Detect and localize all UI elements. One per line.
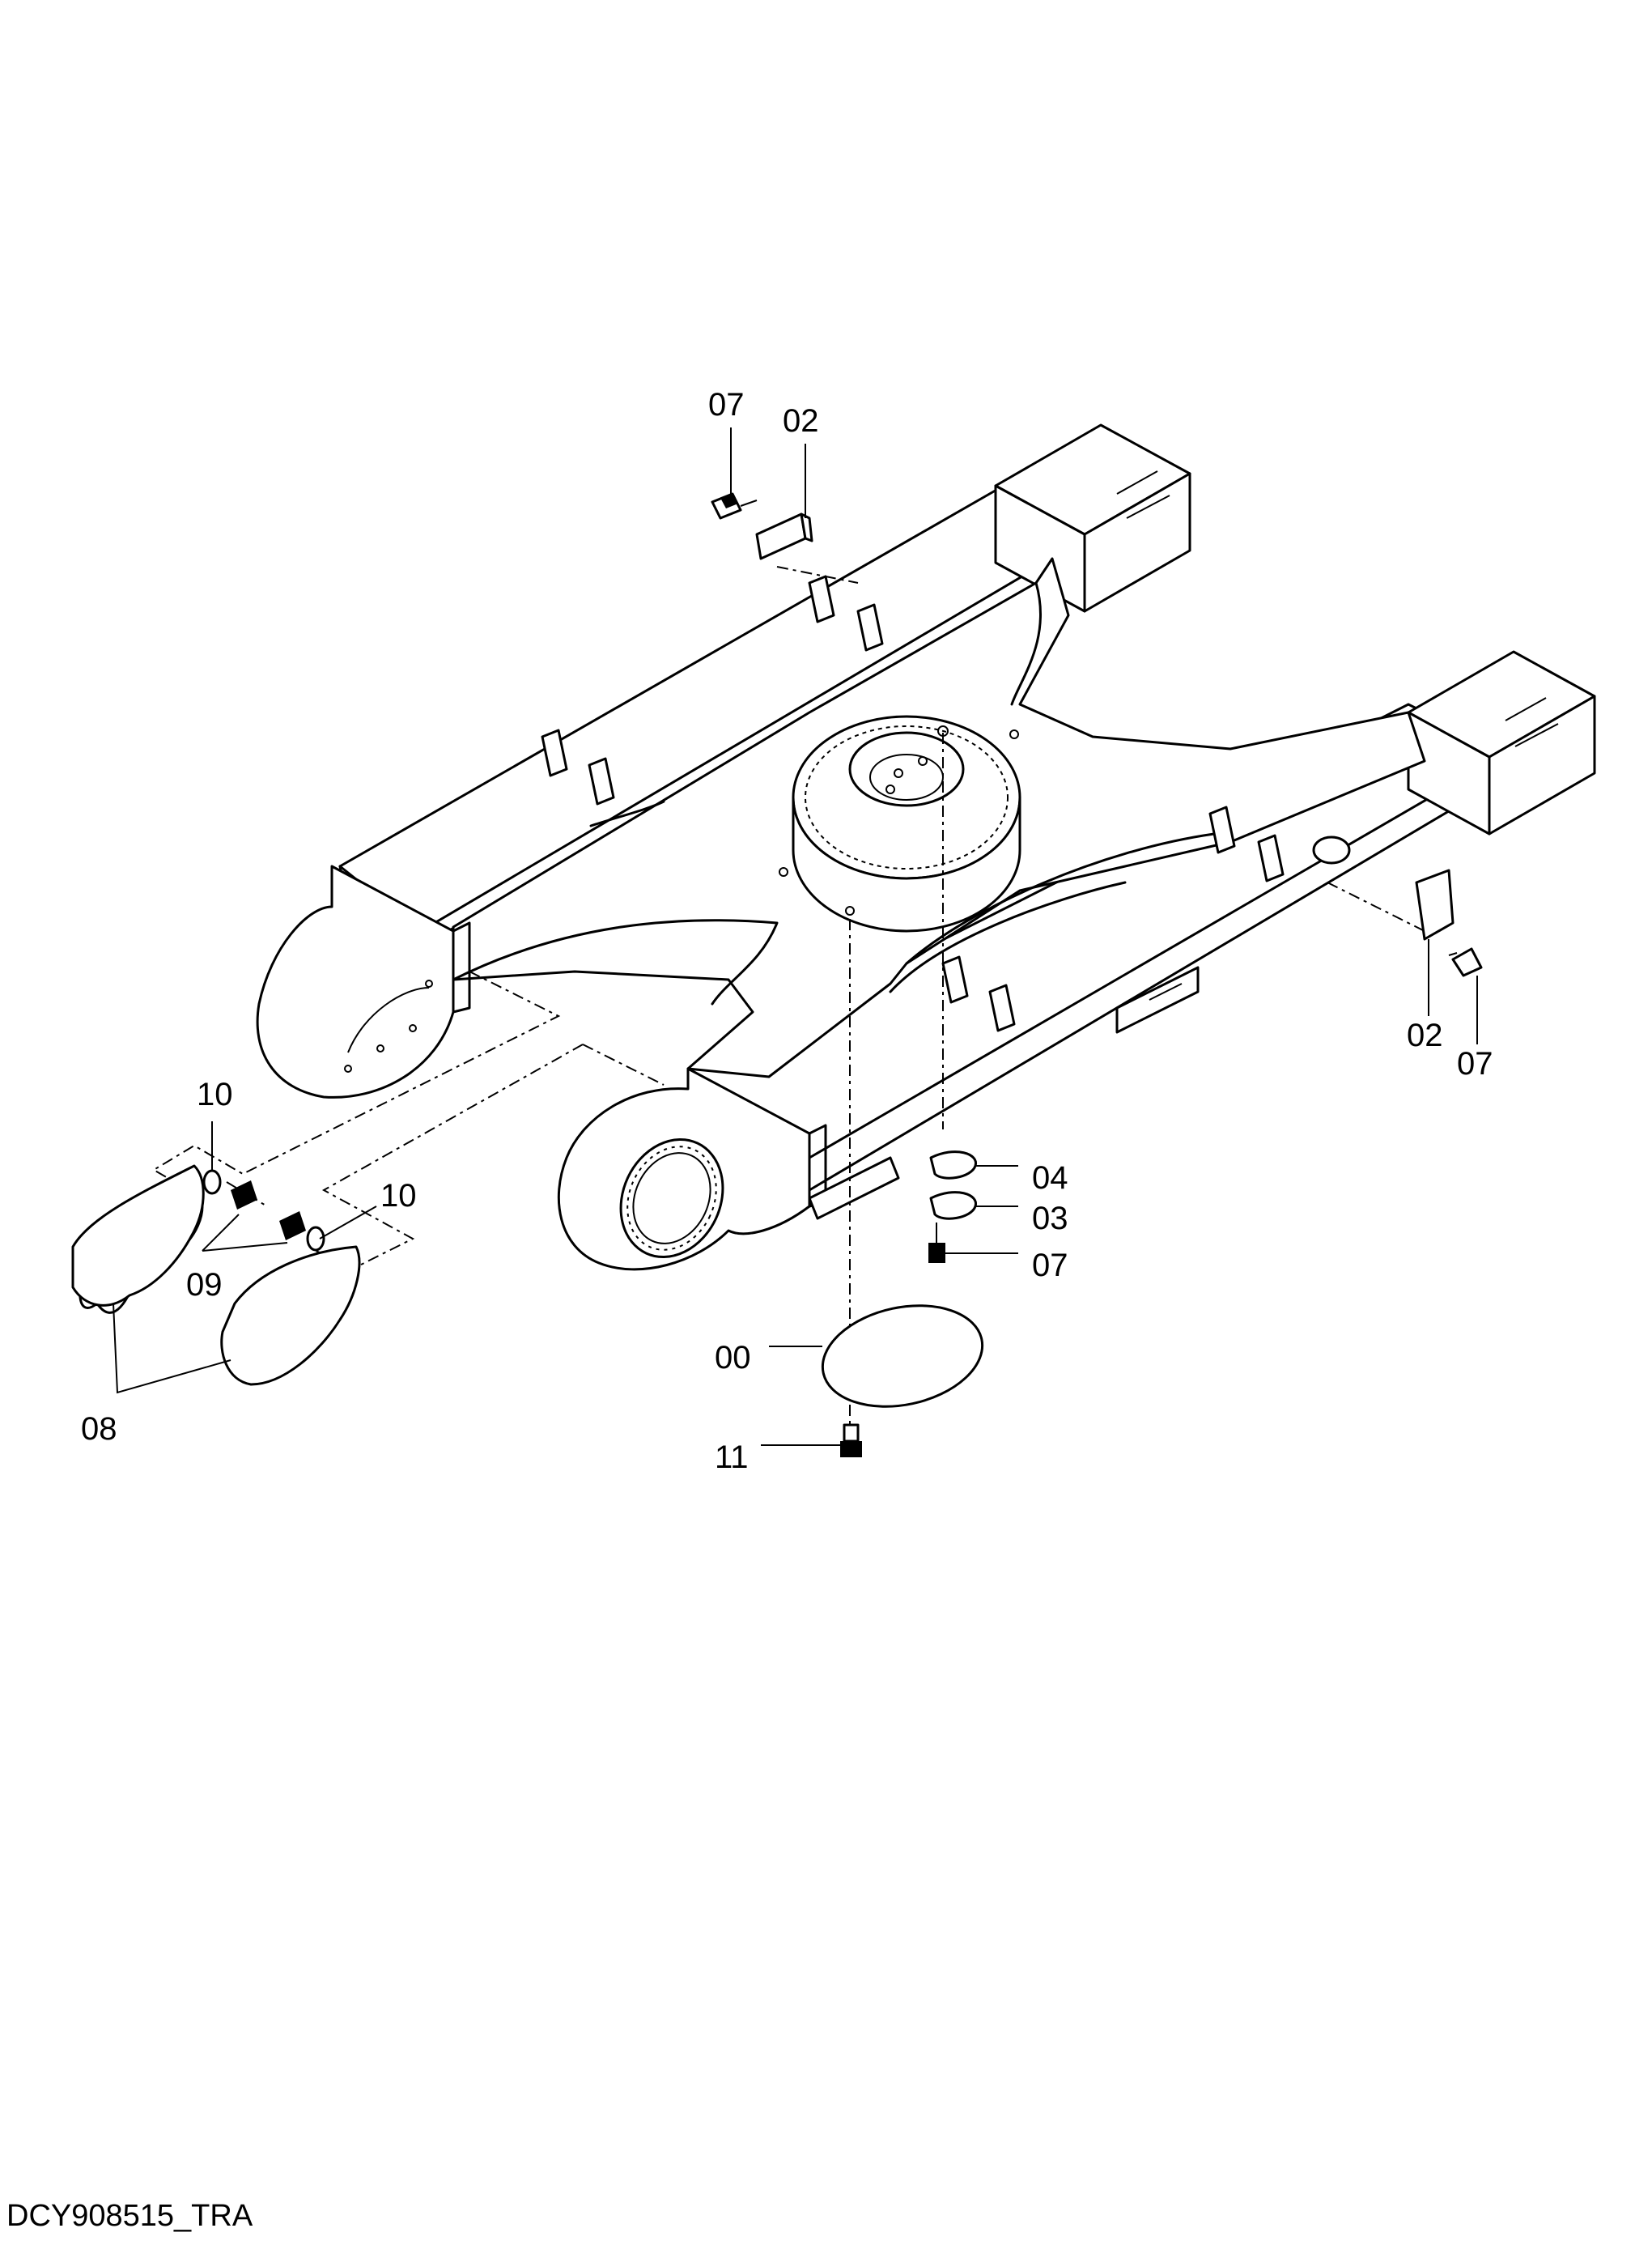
callout-10-right: 10 xyxy=(380,1178,417,1214)
callout-11: 11 xyxy=(715,1439,749,1475)
callout-10-left: 10 xyxy=(197,1077,233,1112)
callout-09: 09 xyxy=(186,1267,223,1303)
callout-00: 00 xyxy=(715,1340,751,1376)
assembly-leaders xyxy=(152,566,1425,1433)
callout-07-top: 07 xyxy=(708,387,745,423)
callout-07-shim: 07 xyxy=(1032,1248,1068,1283)
callout-02-top: 02 xyxy=(783,403,819,439)
callout-07-right: 07 xyxy=(1457,1046,1493,1082)
callout-02-right: 02 xyxy=(1407,1018,1443,1053)
drawing-code: DCY908515_TRA xyxy=(6,2199,253,2233)
callout-04: 04 xyxy=(1032,1160,1068,1196)
callout-03: 03 xyxy=(1032,1201,1068,1236)
track-frame xyxy=(256,423,1596,1271)
callout-leaders xyxy=(113,427,1478,1446)
callouts: 07 02 02 07 10 10 09 08 04 03 07 00 11 xyxy=(81,387,1493,1475)
small-parts xyxy=(71,492,1483,1457)
callout-08: 08 xyxy=(81,1411,117,1447)
